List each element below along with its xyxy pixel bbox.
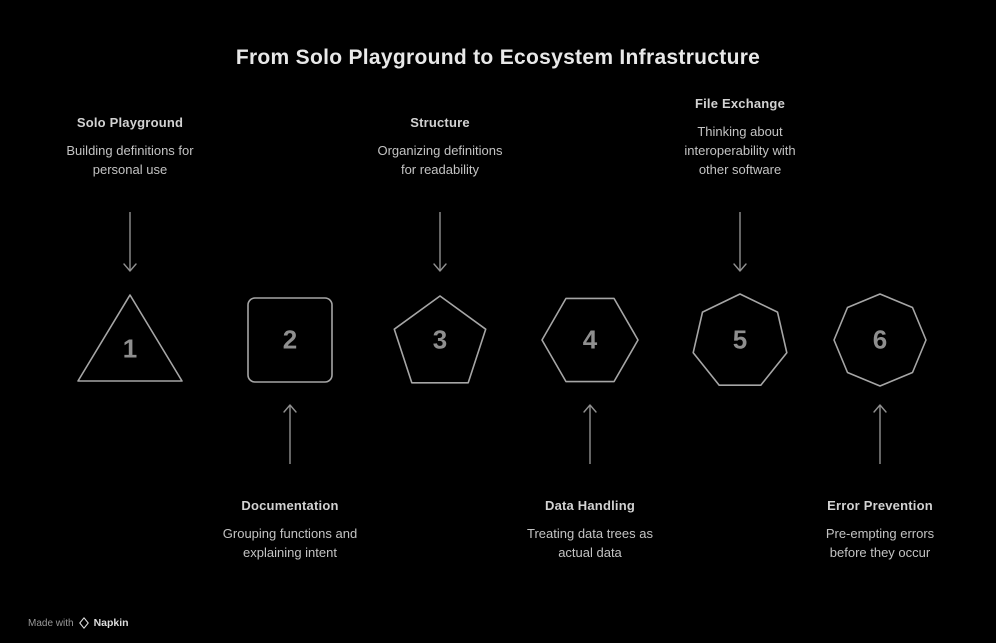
step-1-label-block: Solo Playground Building definitions for… [50,115,210,180]
step-description: Organizing definitions for readability [377,143,503,178]
step-label: Data Handling [545,498,635,513]
heptagon-shape: 5 [674,284,806,396]
step-2-label-block: Documentation Grouping functions and exp… [210,498,370,563]
step-column-6: 6 Error Prevention Pre-empting errors be… [810,88,950,563]
arrow-down-icon [123,212,137,272]
triangle-shape: 1 [64,284,196,396]
triangle-outline [77,294,183,382]
step-number: 1 [122,333,138,364]
step-label: File Exchange [694,96,786,112]
step-3-label-block: Structure Organizing definitions for rea… [370,115,510,180]
header: From Solo Playground to Ecosystem Infras… [0,0,996,70]
step-description: Pre-empting errors before they occur [825,526,935,560]
step-description: Thinking about interoperability with oth… [684,124,796,178]
arrow-up-icon [873,404,887,464]
made-with-label: Made with [28,617,74,629]
step-column-3: Structure Organizing definitions for rea… [370,88,510,563]
step-number: 4 [582,324,598,355]
napkin-logo-icon [78,617,89,629]
arrow-up-icon [583,404,597,464]
step-number: 5 [732,324,748,355]
step-label: Documentation [241,498,339,513]
step-label: Solo Playground [76,115,184,131]
hexagon-shape: 4 [524,284,656,396]
step-label: Structure [410,115,470,131]
step-column-2: 2 Documentation Grouping functions and e… [210,88,370,563]
step-description: Treating data trees as actual data [527,526,653,560]
arrow-up-icon [283,404,297,464]
step-5-label-block: File Exchange Thinking about interoperab… [670,96,810,180]
pentagon-outline [393,295,487,384]
step-number: 6 [872,324,888,355]
brand-name: Napkin [93,617,129,629]
step-description: Grouping functions and explaining intent [222,526,358,560]
step-1-top-zone: Solo Playground Building definitions for… [50,88,210,284]
step-column-1: Solo Playground Building definitions for… [50,88,210,563]
page-title: From Solo Playground to Ecosystem Infras… [235,46,761,69]
step-6-label-block: Error Prevention Pre-empting errors befo… [810,498,950,563]
octagon-outline [833,293,927,387]
square-shape: 2 [224,284,356,396]
step-number: 3 [432,324,448,355]
pentagon-shape: 3 [374,284,506,396]
step-5-top-zone: File Exchange Thinking about interoperab… [670,88,810,284]
step-description: Building definitions for personal use [66,143,194,178]
step-label: Error Prevention [827,498,933,513]
step-4-bottom-zone: Data Handling Treating data trees as act… [510,396,670,563]
hexagon-outline [541,297,639,383]
step-number: 2 [282,324,298,355]
octagon-shape: 6 [814,284,946,396]
step-4-label-block: Data Handling Treating data trees as act… [510,498,670,563]
step-3-top-zone: Structure Organizing definitions for rea… [370,88,510,284]
step-2-bottom-zone: Documentation Grouping functions and exp… [210,396,370,563]
square-outline [247,297,333,383]
arrow-down-icon [433,212,447,272]
heptagon-outline [692,293,788,386]
step-column-4: 4 Data Handling Treating data trees as a… [510,88,670,563]
step-6-bottom-zone: Error Prevention Pre-empting errors befo… [810,396,950,563]
made-with-napkin-attribution: Made with Napkin [28,617,129,629]
process-diagram: Solo Playground Building definitions for… [50,88,946,563]
step-column-5: File Exchange Thinking about interoperab… [670,88,810,563]
arrow-down-icon [733,212,747,272]
